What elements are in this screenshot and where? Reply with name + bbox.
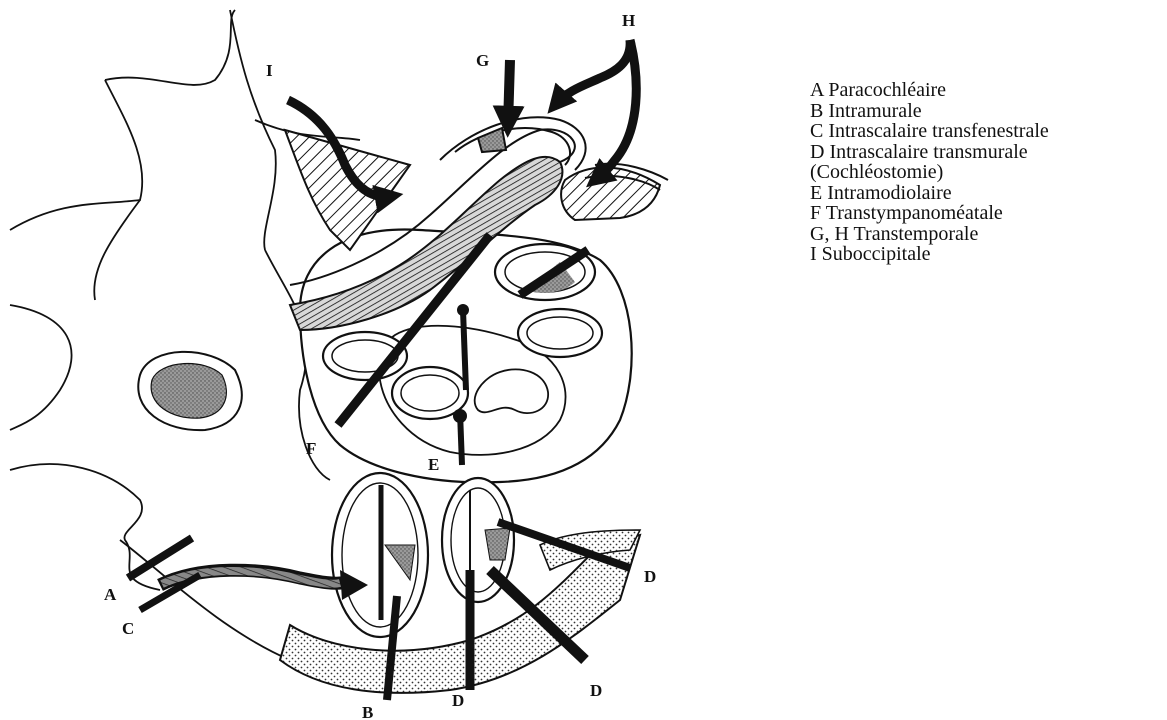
label-i: I — [266, 61, 273, 80]
legend-item-d-note: (Cochléostomie) — [810, 162, 1049, 183]
route-e-pin-upper — [463, 310, 466, 390]
approach-legend: A Paracochléaire B Intramurale C Intrasc… — [810, 80, 1049, 265]
label-d-mid: D — [590, 681, 602, 700]
legend-item-i: I Suboccipitale — [810, 244, 1049, 265]
route-g-arrow — [508, 60, 510, 125]
legend-item-e: E Intramodiolaire — [810, 183, 1049, 204]
label-d-right: D — [644, 567, 656, 586]
legend-item-d: D Intrascalaire transmurale — [810, 142, 1049, 163]
legend-item-b: B Intramurale — [810, 101, 1049, 122]
route-e-pin-upper-head — [457, 304, 469, 316]
legend-item-f: F Transtympanoméatale — [810, 203, 1049, 224]
legend-item-c: C Intrascalaire transfenestrale — [810, 121, 1049, 142]
basal-turn-windows — [332, 473, 514, 637]
route-e-pin-lower-head — [453, 409, 467, 423]
route-h-arrow-left — [555, 40, 630, 105]
route-h-arrow-right — [595, 40, 636, 180]
label-h: H — [622, 11, 635, 30]
label-d-bottom: D — [452, 691, 464, 710]
label-b: B — [362, 703, 373, 720]
label-g: G — [476, 51, 489, 70]
label-e: E — [428, 455, 439, 474]
internal-canal — [138, 352, 241, 430]
label-c: C — [122, 619, 134, 638]
legend-item-a: A Paracochléaire — [810, 80, 1049, 101]
label-a: A — [104, 585, 117, 604]
label-f: F — [306, 439, 316, 458]
legend-item-gh: G, H Transtemporale — [810, 224, 1049, 245]
